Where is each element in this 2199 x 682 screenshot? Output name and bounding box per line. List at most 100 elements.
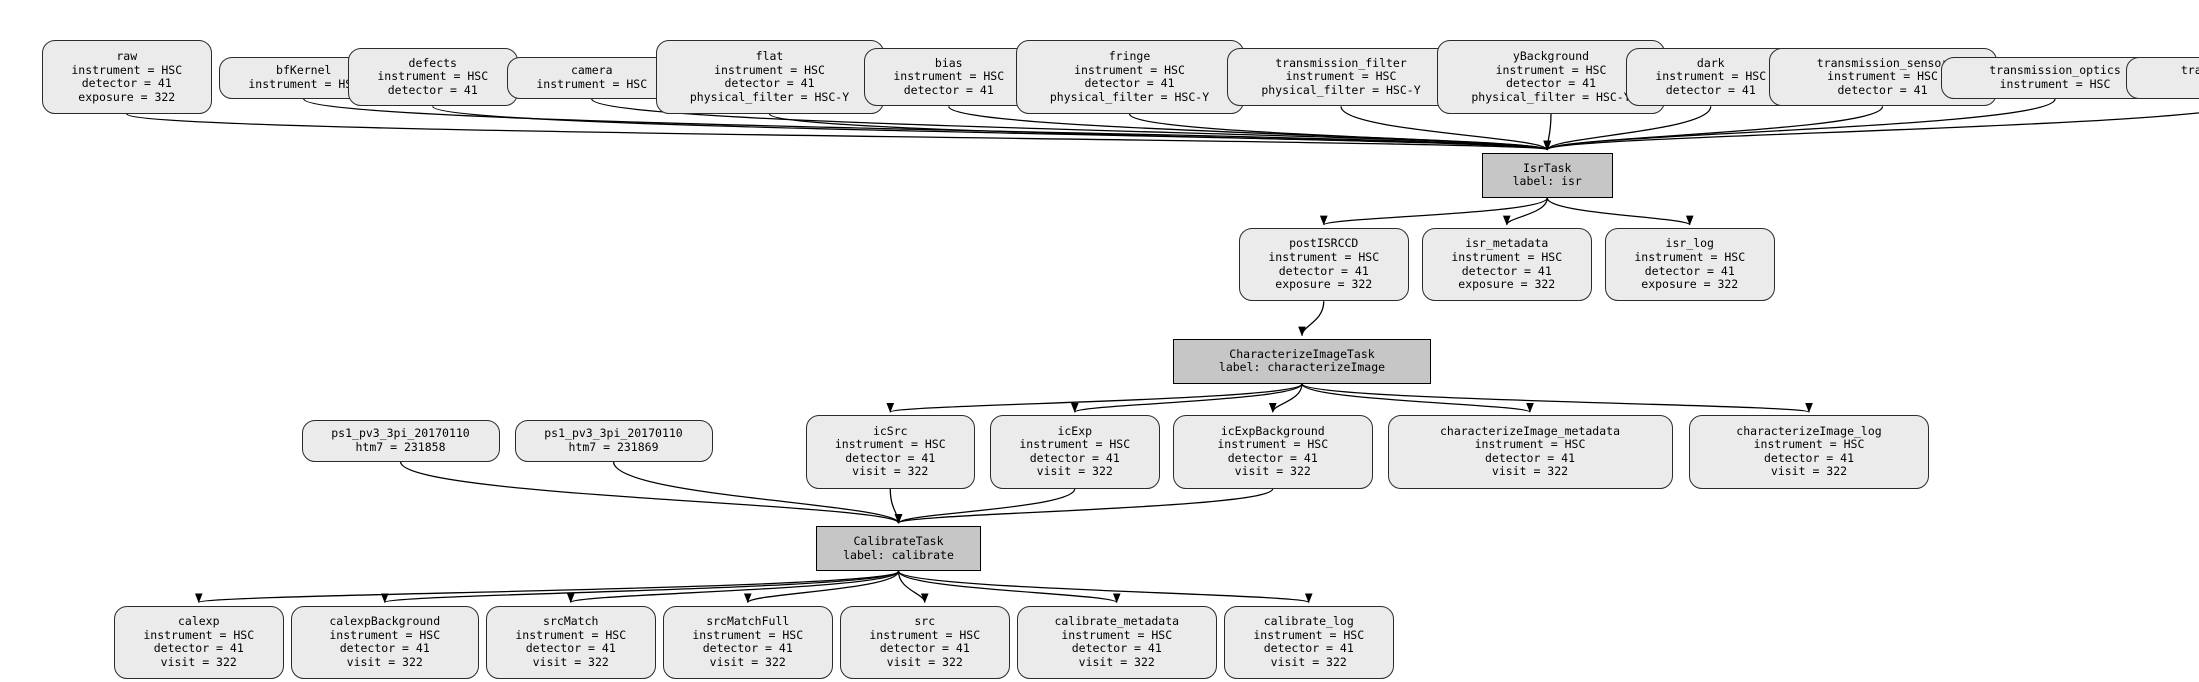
node-detail-line: visit = 322 (1270, 654, 1347, 669)
node-detail-line: exposure = 322 (1275, 277, 1373, 292)
node-title: dark (1696, 55, 1725, 70)
node-detail-line: instrument = HSC (1451, 249, 1563, 264)
node-detail-line: instrument = HSC (1634, 249, 1746, 264)
graph-edge (1298, 301, 1325, 337)
node-title: IsrTask (1523, 160, 1572, 175)
node-detail-line: visit = 322 (1491, 464, 1569, 479)
node-detail-line: instrument = HSC (714, 62, 825, 77)
node-detail-line: visit = 322 (532, 654, 609, 669)
node-detail-line: instrument = HSC (1061, 627, 1173, 642)
graph-edge (897, 571, 929, 604)
node-detail-line: detector = 41 (724, 76, 815, 91)
node-detail-line: instrument = HSC (1074, 62, 1185, 77)
node-detail-line: instrument = HSC (143, 627, 255, 642)
node-detail-line: detector = 41 (903, 82, 994, 97)
graph-edge (894, 488, 1076, 524)
node-detail-line: detector = 41 (1227, 450, 1318, 465)
graph-edge (889, 488, 903, 524)
graph-edge (895, 488, 1274, 524)
node-detail-line: instrument = HSC (1753, 437, 1865, 452)
node-detail-line: label: isr (1512, 174, 1582, 189)
node-title: transmission_sensor (1816, 55, 1949, 70)
graph-edge (567, 570, 900, 604)
graph-edge (897, 570, 1121, 604)
node-detail-line: label: characterizeImage (1218, 360, 1386, 375)
node-detail-line: physical_filter = HSC-Y (1049, 89, 1210, 104)
graph-edge (897, 570, 1313, 604)
node-title: postISRCCD (1289, 236, 1359, 251)
node-detail-line: visit = 322 (1234, 464, 1311, 479)
dataset-node-transmission_atmosphere[interactable]: transmission_atmosphereinstrument = HSC (2125, 56, 2199, 99)
node-detail-line: instrument = HSC (1999, 76, 2111, 91)
node-detail-line: detector = 41 (1071, 641, 1162, 656)
graph-edge (1301, 383, 1813, 413)
node-detail-line: detector = 41 (1278, 263, 1369, 278)
node-title: isr_metadata (1465, 236, 1549, 251)
node-title: yBackground (1512, 49, 1590, 64)
graph-edge (1320, 197, 1548, 226)
node-detail-line: detector = 41 (1263, 641, 1354, 656)
node-detail-line: exposure = 322 (1458, 277, 1556, 292)
node-detail-line: instrument = HSC (536, 76, 648, 91)
node-title: bfKernel (276, 63, 332, 78)
node-title: CharacterizeImageTask (1229, 346, 1375, 361)
node-title: srcMatch (543, 614, 599, 629)
node-title: transmission_optics (1989, 63, 2121, 78)
graph-edge (195, 570, 900, 604)
node-title: bias (934, 55, 963, 70)
node-detail-line: detector = 41 (1505, 76, 1596, 91)
node-detail-line: exposure = 322 (1641, 277, 1739, 292)
node-detail-line: detector = 41 (339, 641, 430, 656)
node-detail-line: instrument = HSC (1474, 437, 1586, 452)
node-title: transmission_filter (1275, 55, 1407, 70)
graph-edge (744, 570, 900, 604)
node-title: fringe (1108, 49, 1151, 64)
node-detail-line: detector = 41 (153, 641, 244, 656)
node-title: calexpBackground (329, 614, 441, 629)
graph-edge (768, 113, 1551, 151)
graph-edge (886, 383, 1303, 413)
graph-edge (1546, 197, 1694, 226)
graph-edge (1268, 383, 1303, 413)
node-title: icSrc (872, 423, 908, 438)
node-title: isr_log (1665, 236, 1714, 251)
node-detail-line: visit = 322 (1078, 654, 1155, 669)
node-detail-line: instrument = HSC (692, 627, 804, 642)
node-detail-line: detector = 41 (1644, 263, 1735, 278)
node-detail-line: visit = 322 (1770, 464, 1848, 479)
node-detail-line: instrument = HSC (1655, 69, 1767, 84)
node-detail-line: detector = 41 (1763, 450, 1854, 465)
node-title: ps1_pv3_3pi_20170110 (331, 426, 470, 441)
graph-edge (1502, 197, 1548, 226)
